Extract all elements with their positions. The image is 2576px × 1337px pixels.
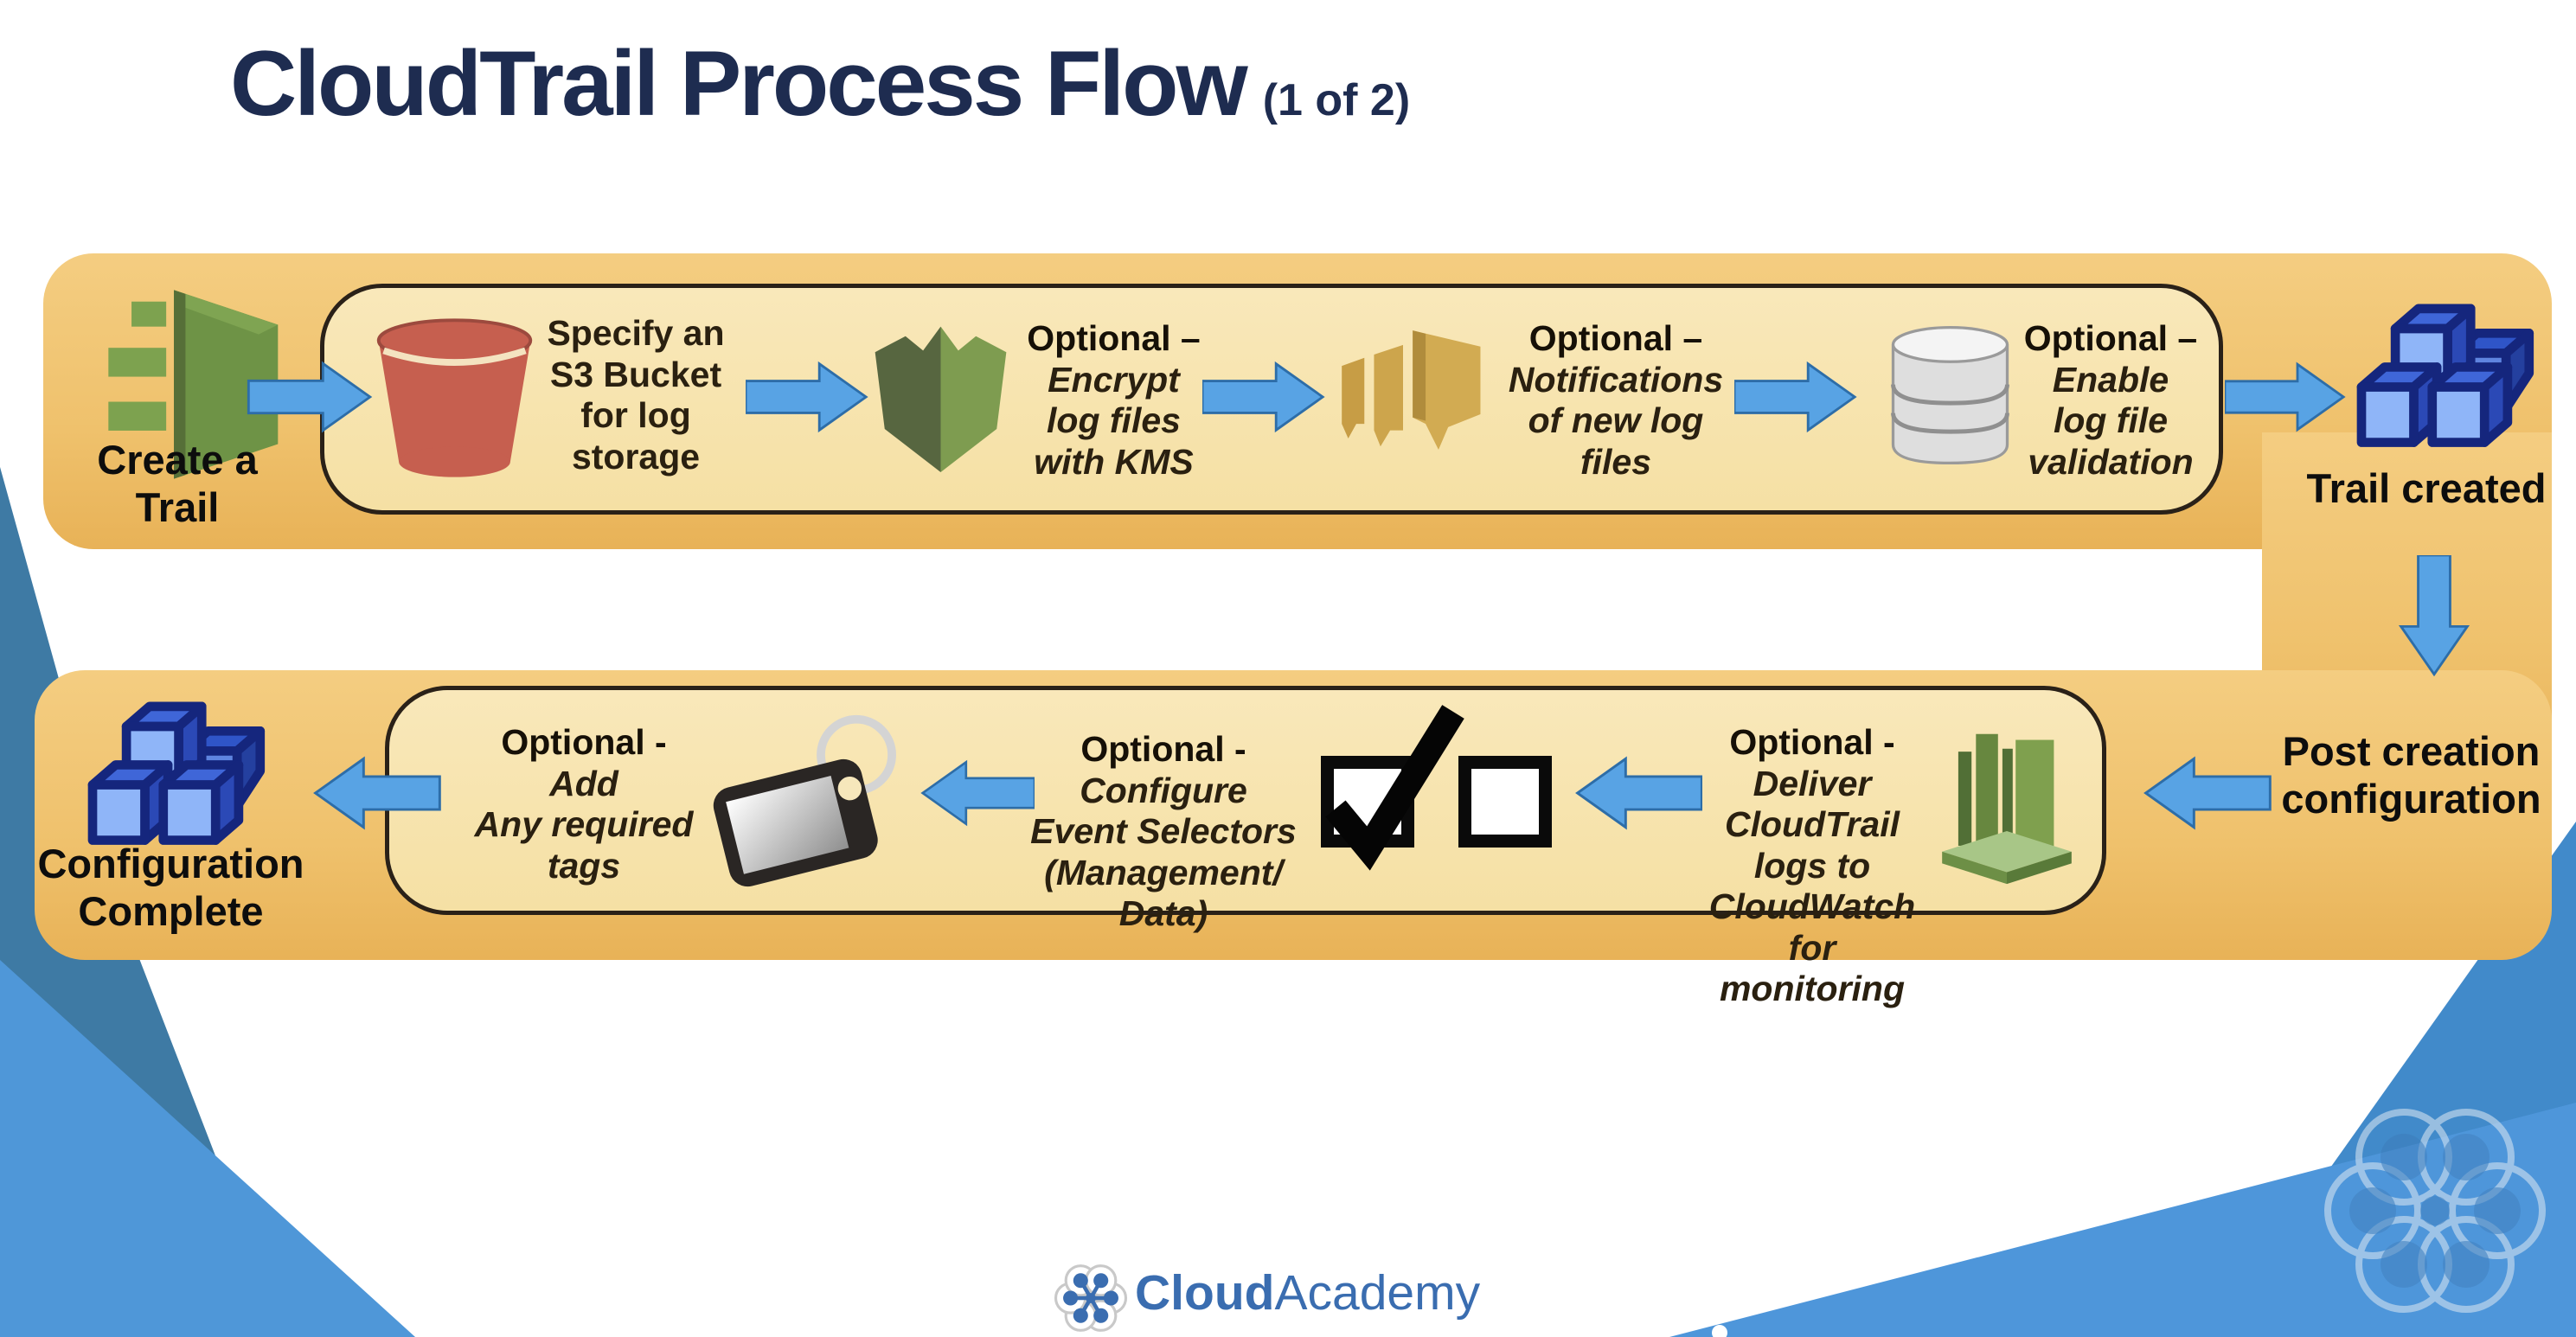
title-suffix: (1 of 2) xyxy=(1262,75,1411,125)
step-text-line: Encrypt xyxy=(1048,359,1180,400)
arrow-left-icon xyxy=(313,756,441,830)
cloudacademy-flower-icon xyxy=(1054,1264,1128,1332)
footer-brand-bold: Cloud xyxy=(1135,1265,1275,1321)
arrow-right-icon xyxy=(247,361,373,433)
node-label-line: Complete xyxy=(78,887,264,934)
arrow-right-icon xyxy=(746,361,868,433)
kms-shield-icon xyxy=(875,326,1007,472)
tag-icon xyxy=(713,714,896,887)
step-s3-text: Specify an S3 Bucket for log storage xyxy=(519,313,753,477)
step-text-line: log files xyxy=(1047,400,1181,441)
checkmark-icon xyxy=(1325,705,1464,871)
step-text-line: Optional – xyxy=(2023,318,2198,358)
step-text-line: files xyxy=(1580,441,1652,482)
node-create-a-trail: Create a Trail xyxy=(39,437,316,531)
step-kms-text: Optional – Encrypt log files with KMS xyxy=(1008,318,1220,483)
node-label-line: Trail created xyxy=(2306,465,2547,511)
step-text-line: validation xyxy=(2028,441,2194,482)
footer-brand-regular: Academy xyxy=(1274,1265,1481,1321)
video-scrubber-dot xyxy=(1712,1325,1727,1337)
cloudtrail-icon xyxy=(108,290,279,479)
step-validation-text: Optional – Enable log file validation xyxy=(2015,318,2206,483)
step-text-line: Optional – xyxy=(1528,318,1703,358)
step-cloudwatch-text: Optional - Deliver CloudTrail logs to Cl… xyxy=(1691,722,1933,1010)
step-event-selectors-text: Optional - Configure Event Selectors (Ma… xyxy=(999,729,1328,935)
step-text-line: CloudTrail logs to xyxy=(1725,804,1900,886)
step-text-line: Optional - Configure xyxy=(999,729,1328,811)
step-tags-text: Optional - Add Any required tags xyxy=(467,722,701,886)
step-text-line: storage xyxy=(571,436,701,477)
node-trail-created: Trail created xyxy=(2284,465,2569,513)
step-text-line: for log xyxy=(580,395,691,436)
step-text-line: of new log xyxy=(1528,400,1704,441)
title-main: CloudTrail Process Flow xyxy=(230,31,1248,135)
checkbox-unchecked-icon xyxy=(1458,756,1552,848)
step-text-line: S3 Bucket xyxy=(549,354,722,394)
step-text-line: Optional - xyxy=(501,722,667,762)
step-text-italic: Deliver xyxy=(1753,763,1872,803)
s3-bucket-icon xyxy=(376,318,533,477)
sns-notification-icon xyxy=(1342,330,1481,450)
node-label-line: Trail xyxy=(135,483,220,530)
step-text-line: Add xyxy=(549,763,618,803)
page-title: CloudTrail Process Flow (1 of 2) xyxy=(230,29,1410,137)
step-text-line: Specify an xyxy=(547,313,725,353)
step-text-line: Any required xyxy=(474,804,694,845)
arrow-right-icon xyxy=(1734,361,1857,433)
cubes-icon xyxy=(2356,304,2534,447)
step-text-line: tags xyxy=(547,845,621,886)
node-label-line: Create a xyxy=(97,437,258,483)
right-ribbon-lower xyxy=(1669,1103,2576,1337)
cubes-icon xyxy=(87,701,266,845)
step-text-line: Enable xyxy=(2052,359,2169,400)
left-ribbon-light xyxy=(0,960,415,1337)
step-text-line: CloudWatch for xyxy=(1708,886,1916,968)
arrow-left-icon xyxy=(2143,756,2272,830)
step-text-line: log file xyxy=(2053,400,2169,441)
arrow-left-icon xyxy=(1575,756,1702,830)
arrow-right-icon xyxy=(2225,361,2346,432)
cloudwatch-icon xyxy=(1942,733,2072,885)
step-text-line: Notifications xyxy=(1508,359,1724,400)
footer-brand: CloudAcademy xyxy=(1135,1264,1480,1321)
node-configuration-complete: Configuration Complete xyxy=(17,841,324,935)
step-sns-text: Optional – Notifications of new log file… xyxy=(1495,318,1737,483)
step-text-line: Optional - Deliver xyxy=(1691,722,1933,804)
arrow-left-icon xyxy=(920,759,1035,827)
step-text-line: monitoring xyxy=(1719,969,1906,1009)
step-text-bold: Optional - xyxy=(1080,729,1246,769)
node-post-creation-configuration: Post creation configuration xyxy=(2253,728,2569,822)
row2-steps-panel xyxy=(385,686,2106,915)
node-label-line: Post creation xyxy=(2282,728,2541,774)
step-text-line: Event Selectors xyxy=(1030,811,1297,852)
step-text-italic: Configure xyxy=(1080,770,1247,810)
arrow-down-icon xyxy=(2398,555,2470,677)
cloudacademy-flower-watermark xyxy=(2324,1109,2546,1313)
node-label-line: Configuration xyxy=(37,841,304,886)
node-label-line: configuration xyxy=(2281,775,2541,822)
step-text-line: with KMS xyxy=(1034,441,1194,482)
database-icon xyxy=(1891,326,2009,465)
step-text-line: (Management/ xyxy=(1044,852,1283,892)
step-text-line: Optional – xyxy=(1027,318,1201,358)
step-text-bold: Optional - xyxy=(1729,722,1895,762)
arrow-right-icon xyxy=(1202,361,1325,433)
step-text-line: Data) xyxy=(1118,893,1208,934)
